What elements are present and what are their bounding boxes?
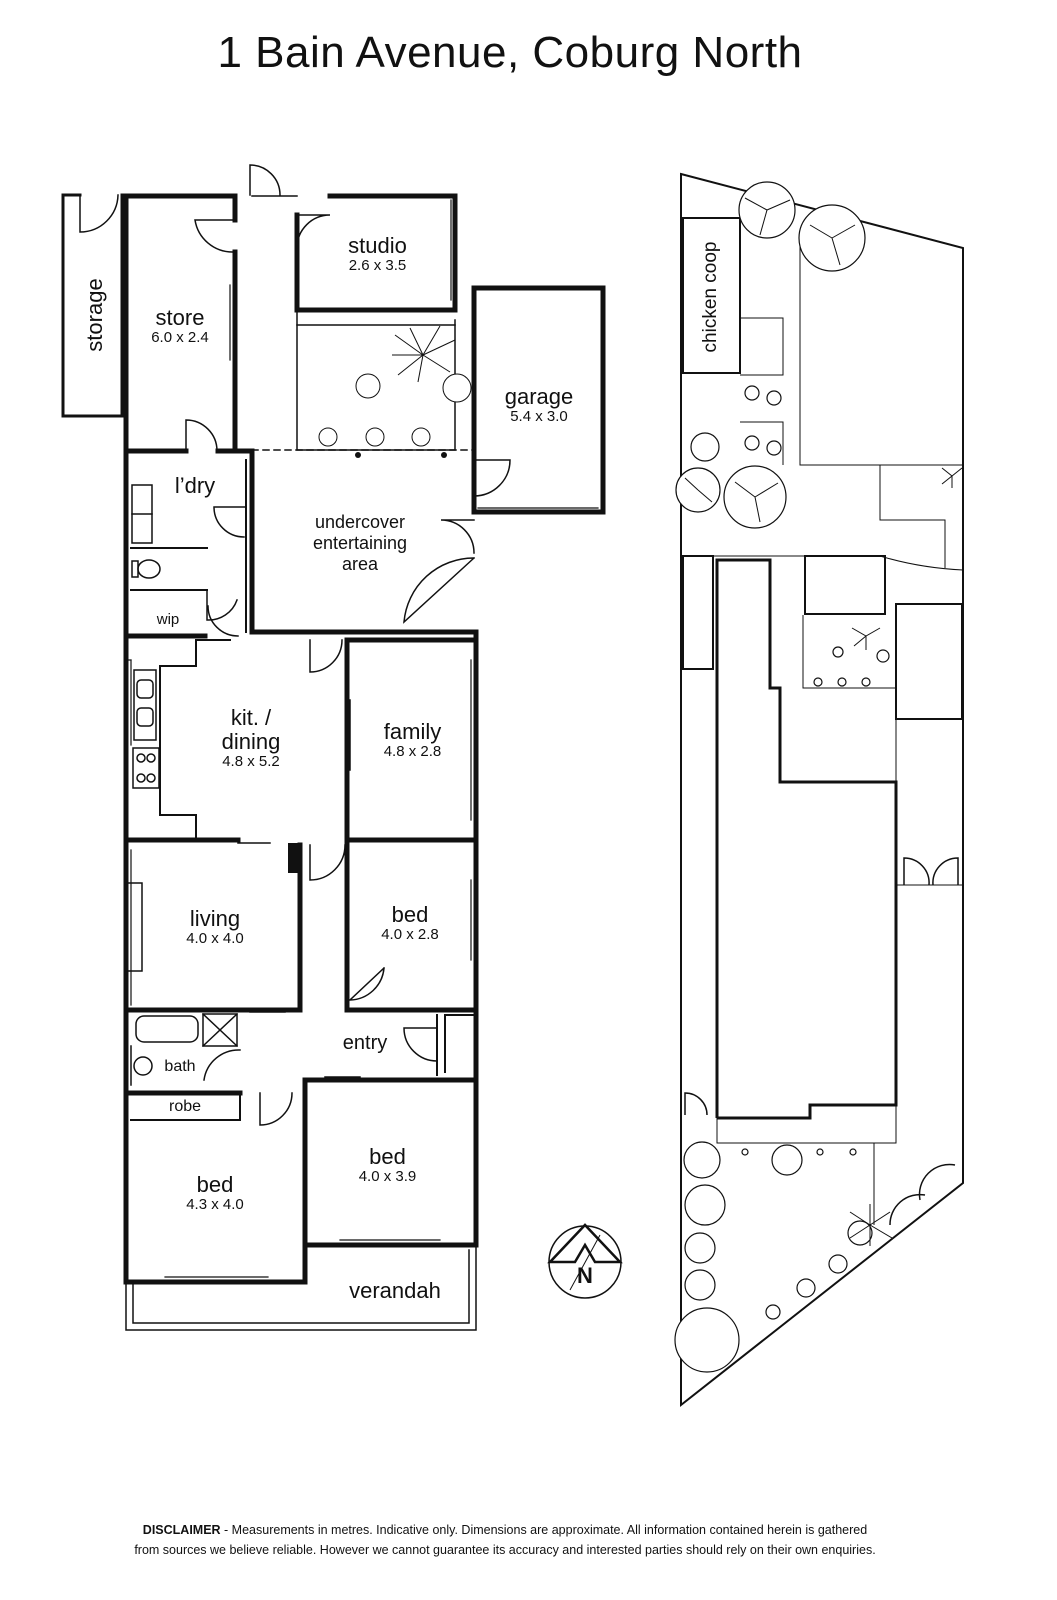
- room-studio-name: studio: [348, 233, 407, 258]
- compass-letter: N: [577, 1263, 593, 1288]
- room-bed-1: bed 4.0 x 2.8: [350, 902, 470, 944]
- site-trees: [674, 181, 890, 1373]
- room-undercover: undercover entertaining area: [290, 512, 430, 575]
- room-garage: garage 5.4 x 3.0: [478, 384, 600, 426]
- room-studio: studio 2.6 x 3.5: [300, 233, 455, 275]
- room-kitchen-line1: kit. /: [230, 705, 272, 730]
- storage-shed: [61, 193, 124, 418]
- room-bed-1-dims: 4.0 x 2.8: [381, 926, 439, 944]
- room-living-name: living: [189, 906, 241, 931]
- room-bed-3-name: bed: [369, 1144, 406, 1169]
- room-living: living 4.0 x 4.0: [150, 906, 280, 948]
- north-compass: [547, 1223, 623, 1299]
- room-bed-2-dims: 4.3 x 4.0: [186, 1196, 244, 1214]
- undercover-line1: undercover: [314, 512, 406, 532]
- disclaimer-line2: from sources we believe reliable. Howeve…: [134, 1543, 876, 1557]
- chicken-coop-label: chicken coop: [700, 241, 721, 353]
- disclaimer: DISCLAIMER - Measurements in metres. Ind…: [0, 1520, 1010, 1560]
- room-bed-1-name: bed: [391, 902, 429, 927]
- room-kitchen-line2: dining: [221, 729, 281, 755]
- storage-label: storage: [82, 278, 107, 352]
- room-store-dims: 6.0 x 2.4: [151, 329, 209, 347]
- room-kitchen-dims: 4.8 x 5.2: [222, 753, 280, 771]
- room-entry-name: entry: [342, 1032, 388, 1054]
- room-family-dims: 4.8 x 2.8: [383, 743, 442, 761]
- verandah-outline: [125, 1244, 477, 1331]
- room-wip-name: wip: [156, 611, 180, 628]
- house-walls: [123, 193, 606, 1285]
- courtyard-plants: [318, 373, 472, 447]
- room-living-dims: 4.0 x 4.0: [186, 930, 244, 948]
- room-family-name: family: [383, 719, 442, 744]
- room-store-name: store: [155, 305, 205, 330]
- verandah-label: verandah: [349, 1278, 441, 1303]
- room-studio-dims: 2.6 x 3.5: [348, 257, 407, 275]
- room-store: store 6.0 x 2.4: [130, 305, 230, 347]
- undercover-line2: entertaining: [312, 533, 408, 553]
- room-bed-2: bed 4.3 x 4.0: [150, 1172, 280, 1214]
- disclaimer-line1: - Measurements in metres. Indicative onl…: [220, 1523, 868, 1537]
- site-plan: [680, 172, 964, 1408]
- undercover-line3: area: [341, 554, 379, 574]
- room-family: family 4.8 x 2.8: [350, 719, 475, 761]
- room-bed-3-dims: 4.0 x 3.9: [358, 1168, 417, 1186]
- room-bed-2-name: bed: [196, 1172, 234, 1197]
- room-garage-dims: 5.4 x 3.0: [510, 408, 568, 426]
- room-bath-name: bath: [164, 1058, 196, 1075]
- room-laundry-name: l’dry: [174, 473, 216, 498]
- disclaimer-label: DISCLAIMER: [142, 1523, 221, 1537]
- palm-icon: [392, 325, 456, 383]
- room-robe-name: robe: [168, 1098, 202, 1115]
- page-title: 1 Bain Avenue, Coburg North: [217, 28, 803, 77]
- room-kitchen: kit. / dining 4.8 x 5.2: [196, 705, 306, 771]
- room-bed-3: bed 4.0 x 3.9: [320, 1144, 455, 1186]
- room-garage-name: garage: [504, 384, 574, 409]
